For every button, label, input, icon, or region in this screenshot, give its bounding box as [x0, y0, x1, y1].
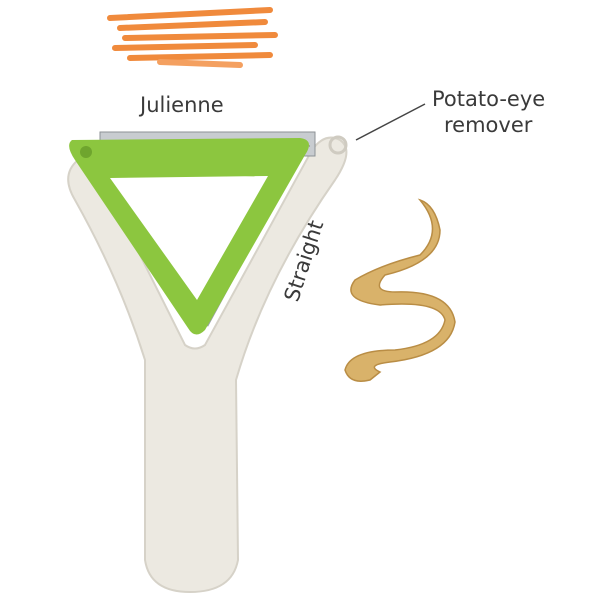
potato-eye-label-line2: remover	[444, 113, 533, 137]
pointer-line	[355, 103, 426, 141]
julienne-label: Julienne	[140, 93, 224, 117]
potato-eye-label-line1: Potato-eye	[432, 87, 546, 111]
julienne-carrot-strips	[107, 7, 278, 68]
potato-eye-remover-label: Potato-eye remover	[432, 86, 545, 138]
potato-peel-spiral	[344, 198, 456, 382]
green-frame	[69, 138, 309, 335]
